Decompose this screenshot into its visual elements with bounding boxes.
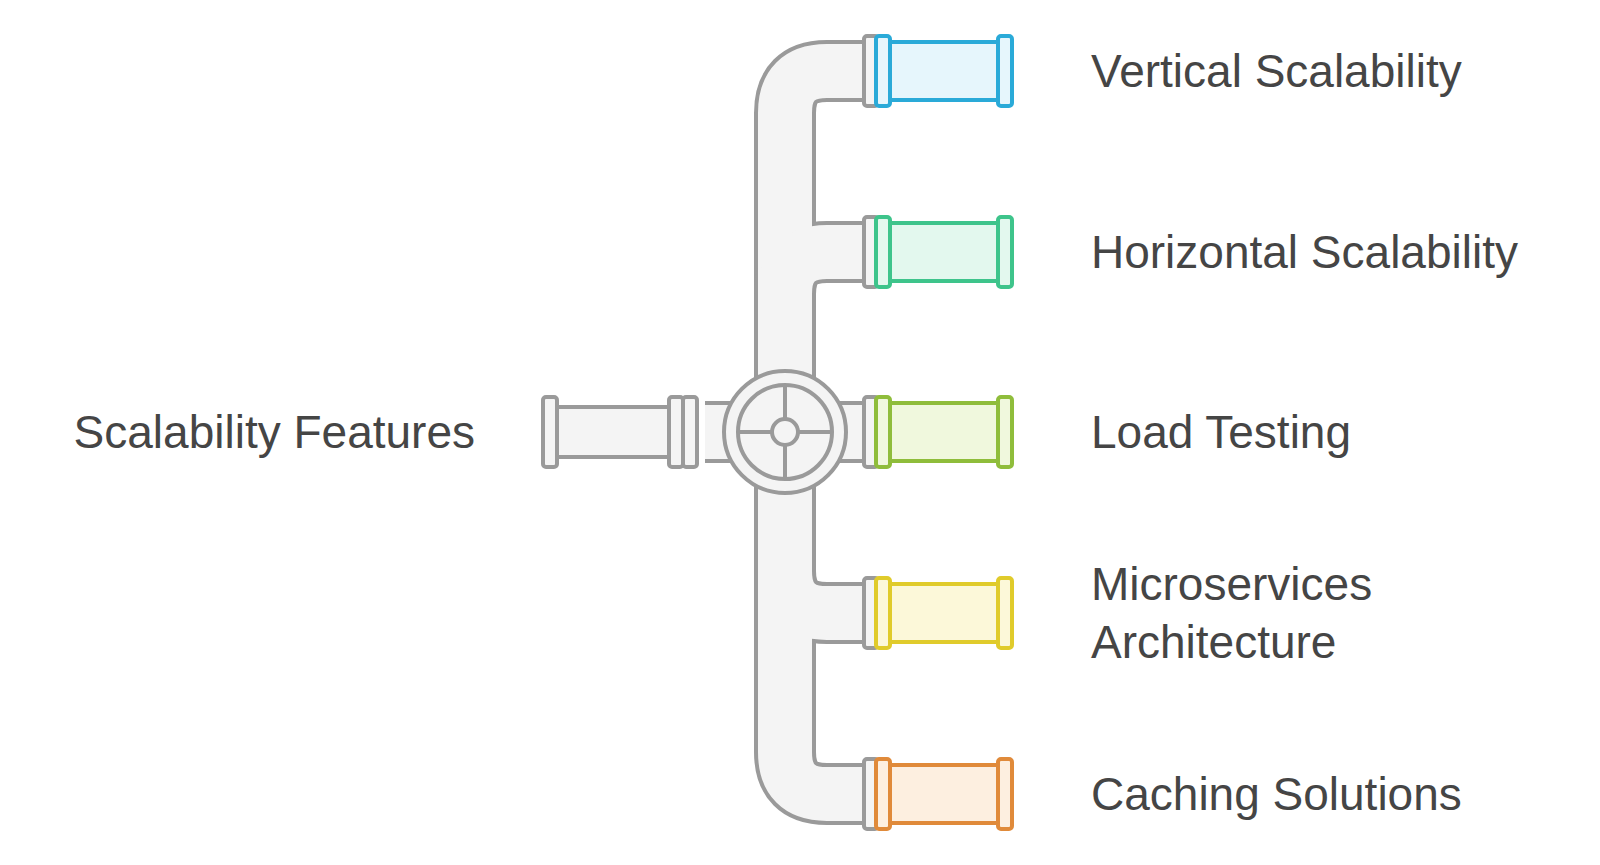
pipe-shape <box>862 576 1025 650</box>
pipe-shape <box>862 34 1025 108</box>
branch-pipe: Horizontal Scalability <box>862 215 1025 289</box>
branch-pipe: Vertical Scalability <box>862 34 1025 108</box>
pipe-shape <box>862 757 1025 831</box>
pipe-shape <box>862 215 1025 289</box>
node-label: Caching Solutions <box>1091 765 1462 823</box>
branch-pipe: Microservices Architecture <box>862 576 1025 650</box>
node-label: Horizontal Scalability <box>1091 223 1518 281</box>
pipe-shape <box>862 395 1025 469</box>
node-label: Load Testing <box>1091 403 1351 461</box>
node-label: Microservices Architecture <box>1091 555 1431 671</box>
source-pipe: Scalability Features <box>541 395 709 469</box>
branch-pipe: Caching Solutions <box>862 757 1025 831</box>
branch-pipe: Load Testing <box>862 395 1025 469</box>
node-label: Vertical Scalability <box>1091 42 1462 100</box>
node-label: Scalability Features <box>74 403 475 461</box>
pipe-shape <box>541 395 709 469</box>
